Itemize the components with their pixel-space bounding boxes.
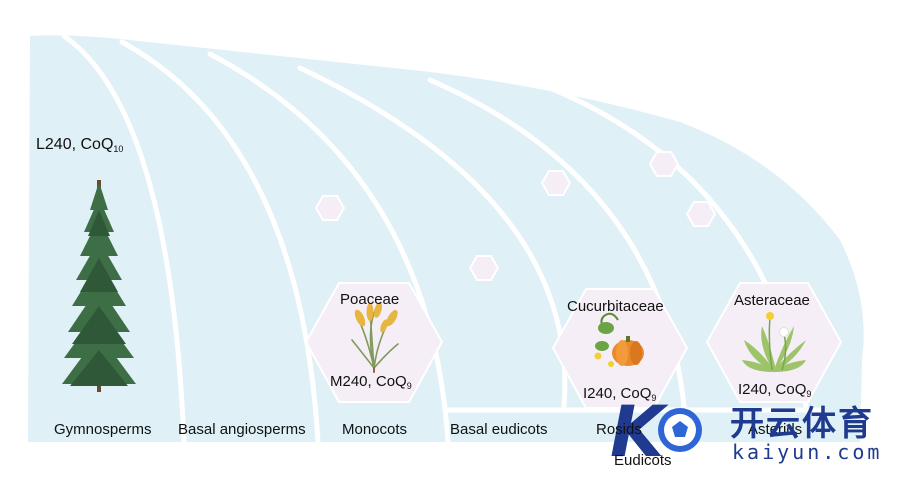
family-residue-asteraceae: I240, CoQ9 [738,381,812,399]
watermark-chinese: 开云体育 [730,404,874,444]
clade-label-gymnosperms: Gymnosperms [54,421,152,438]
small-hex [468,255,500,281]
small-hex [685,201,717,227]
small-hex [314,195,346,221]
small-hex [648,151,680,177]
dandelion-icon [742,312,806,372]
divider-2 [119,39,321,445]
clade-label-asterids: Asterids [748,421,803,438]
family-residue-cucurbitaceae: I240, CoQ9 [583,385,657,403]
clade-label-rosids: Rosids [596,421,642,438]
divider-3 [207,51,451,445]
family-hex-poaceae [304,282,444,403]
family-residue-poaceae: M240, CoQ9 [330,373,412,391]
small-hex [540,170,572,196]
family-name-poaceae: Poaceae [340,291,400,308]
eudicots-label: Eudicots [614,452,672,469]
conifer-tree-icon [62,180,136,392]
gymnosperm-annotation: L240, CoQ10 [36,136,124,154]
family-hex-asteraceae [705,282,843,403]
kaiyun-logo-icon: K [610,391,702,473]
clade-label-basal-eudicots: Basal eudicots [450,421,548,438]
pumpkin-icon [594,312,644,367]
watermark-latin: kaiyun.com [732,440,883,464]
clade-label-basal-angiosperms: Basal angiosperms [178,421,306,438]
divider-1 [61,33,187,445]
grass-plant-icon [351,302,399,373]
family-name-cucurbitaceae: Cucurbitaceae [567,298,664,315]
clade-label-monocots: Monocots [342,421,408,438]
family-name-asteraceae: Asteraceae [734,292,810,309]
